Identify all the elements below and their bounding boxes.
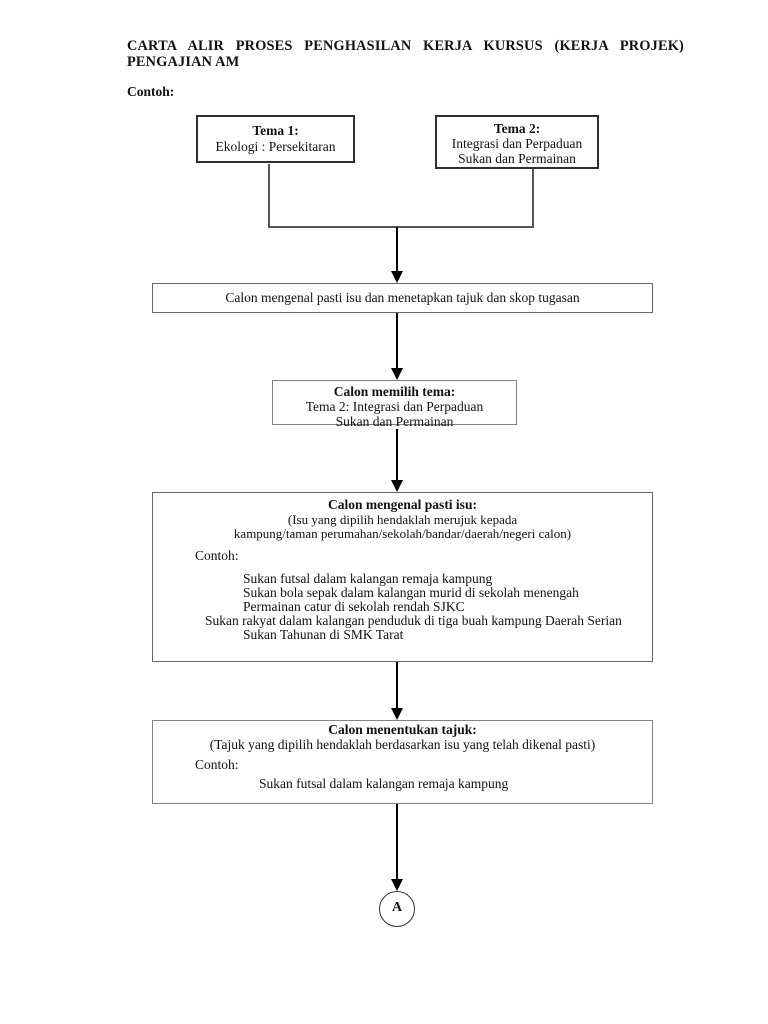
flow-arrow-3-head	[391, 480, 403, 492]
page-title-line2: PENGAJIAN AM	[127, 54, 240, 70]
flow-arrow-4-head	[391, 708, 403, 720]
issue-example-item: Sukan rakyat dalam kalangan penduduk di …	[205, 613, 622, 628]
choose-theme-line1: Tema 2: Integrasi dan Perpaduan	[305, 399, 484, 414]
determine-title-example: Sukan futsal dalam kalangan remaja kampu…	[259, 776, 509, 791]
offpage-connector-label: A	[391, 900, 403, 915]
tema2-line1: Integrasi dan Perpaduan	[451, 136, 583, 151]
choose-theme-line2: Sukan dan Permainan	[335, 414, 454, 429]
determine-title-heading: Calon menentukan tajuk:	[328, 722, 477, 737]
issue-example-item: Sukan Tahunan di SMK Tarat	[243, 627, 404, 642]
identify-issue-note1: (Isu yang dipilih hendaklah merujuk kepa…	[287, 512, 518, 527]
flow-box-tema2: Tema 2: Integrasi dan Perpaduan Sukan da…	[435, 115, 599, 169]
issue-example-item: Sukan bola sepak dalam kalangan murid di…	[243, 585, 579, 600]
determine-title-note: (Tajuk yang dipilih hendaklah berdasarka…	[209, 737, 596, 752]
flow-box-determine-title: Calon menentukan tajuk: (Tajuk yang dipi…	[152, 720, 653, 804]
flow-arrow-2-stem	[396, 313, 398, 369]
tema2-heading: Tema 2:	[493, 121, 541, 136]
identify-issue-examples: Sukan futsal dalam kalangan remaja kampu…	[153, 572, 652, 642]
flow-box-tema1: Tema 1: Ekologi : Persekitaran	[196, 115, 355, 163]
identify-issue-note2: kampung/taman perumahan/sekolah/bandar/d…	[233, 525, 572, 541]
connector-line-horizontal	[268, 226, 534, 228]
issue-example-item: Sukan futsal dalam kalangan remaja kampu…	[243, 571, 493, 586]
tema1-text: Ekologi : Persekitaran	[215, 139, 336, 154]
page-title: CARTA ALIR PROSES PENGHASILAN KERJA KURS…	[127, 38, 684, 70]
flow-arrow-1-stem	[396, 227, 398, 273]
connector-line-left	[268, 164, 270, 227]
flow-arrow-1-head	[391, 271, 403, 283]
determine-title-example-label: Contoh:	[195, 757, 239, 772]
flow-box-identify-scope: Calon mengenal pasti isu dan menetapkan …	[152, 283, 653, 313]
tema2-line2: Sukan dan Permainan	[458, 151, 576, 166]
identify-issue-heading: Calon mengenal pasti isu:	[328, 497, 477, 512]
offpage-connector-circle: A	[379, 891, 415, 927]
choose-theme-heading: Calon memilih tema:	[333, 384, 456, 399]
connector-line-right	[532, 169, 534, 227]
flow-box-choose-theme: Calon memilih tema: Tema 2: Integrasi da…	[272, 380, 517, 429]
page-title-line1: CARTA ALIR PROSES PENGHASILAN KERJA KURS…	[127, 38, 684, 54]
flow-box-identify-issue: Calon mengenal pasti isu: (Isu yang dipi…	[152, 492, 653, 662]
flow-arrow-4-stem	[396, 662, 398, 709]
identify-scope-text: Calon mengenal pasti isu dan menetapkan …	[225, 290, 580, 305]
example-label: Contoh:	[127, 84, 175, 99]
identify-issue-example-label: Contoh:	[195, 548, 239, 563]
tema1-heading: Tema 1:	[252, 123, 299, 138]
flow-arrow-5-head	[391, 879, 403, 891]
flow-arrow-3-stem	[396, 429, 398, 481]
flow-arrow-5-stem	[396, 804, 398, 880]
issue-example-item: Permainan catur di sekolah rendah SJKC	[243, 599, 465, 614]
flow-arrow-2-head	[391, 368, 403, 380]
